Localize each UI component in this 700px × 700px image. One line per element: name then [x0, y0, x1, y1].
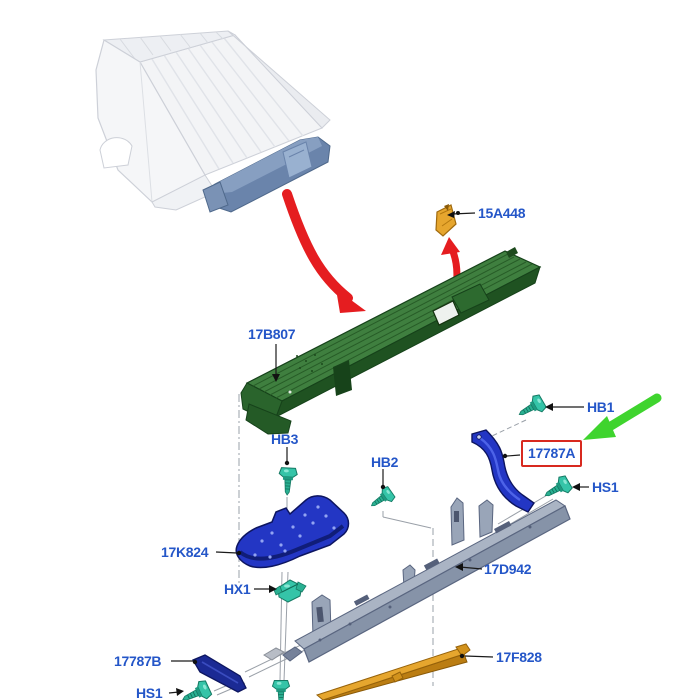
- fastener-center-bolt[interactable]: [271, 680, 291, 700]
- callout-17787A: 17787A: [528, 445, 576, 461]
- bumper-license-bracket: [282, 141, 313, 179]
- callout-17K824[interactable]: 17K824: [161, 544, 209, 560]
- callout-HX1[interactable]: HX1: [224, 581, 251, 597]
- callout-17787B[interactable]: 17787B: [114, 653, 162, 669]
- red-flow-arrow-main: [282, 189, 366, 313]
- bracket-highlight: [479, 437, 521, 501]
- truck-bed-illustration: [95, 30, 331, 213]
- far-wall-slats: [119, 31, 224, 60]
- part-17787B-bracket[interactable]: [192, 654, 247, 693]
- part-17B807-step-pad[interactable]: [240, 247, 542, 435]
- callout-17D942[interactable]: 17D942: [484, 561, 532, 577]
- part-15A448-clip[interactable]: [435, 204, 457, 237]
- step-pad-clip-hole: [432, 300, 460, 326]
- fastener-HS1-upper-bolt[interactable]: [540, 473, 574, 504]
- step-pad-left-flange: [245, 403, 292, 435]
- bracket-edge-highlight: [201, 661, 239, 684]
- callout-HS1-upper[interactable]: HS1: [592, 479, 619, 495]
- part-17K824-step-pad[interactable]: [235, 495, 350, 569]
- fastener-HB2-bolt[interactable]: [366, 484, 397, 513]
- step-pad-recess: [333, 360, 352, 396]
- callout-17F828[interactable]: 17F828: [496, 649, 542, 665]
- part-17F828-support-bar[interactable]: [315, 643, 471, 700]
- callout-17B807[interactable]: 17B807: [248, 326, 296, 342]
- callout-15A448[interactable]: 15A448: [478, 205, 526, 221]
- bumper-end-cap: [202, 181, 229, 213]
- step-pad-end-notch: [506, 247, 518, 258]
- part-17D942-frame-support[interactable]: [282, 497, 571, 663]
- step-pad-texture-dots: [288, 354, 323, 394]
- bracket-bolt-hole: [476, 434, 482, 440]
- fastener-HB3-bolt[interactable]: [277, 467, 299, 496]
- callout-HB3[interactable]: HB3: [271, 431, 299, 447]
- fastener-HS1-lower-bolt[interactable]: [178, 678, 214, 700]
- green-highlight-arrow: [583, 393, 662, 440]
- part-17787A-bracket[interactable]: [471, 429, 535, 513]
- fastener-HB1-bolt[interactable]: [514, 392, 548, 423]
- step-pad-bump: [451, 283, 490, 314]
- frame-slots: [318, 521, 532, 642]
- callout-17787A-highlight-box[interactable]: 17787A: [521, 440, 583, 467]
- step-pad-ribs: [252, 253, 533, 399]
- leader-lines: [168, 211, 589, 696]
- callout-HB2[interactable]: HB2: [371, 454, 399, 470]
- callout-HB1[interactable]: HB1: [587, 399, 615, 415]
- truck-rear-bumper: [202, 136, 331, 213]
- fastener-HX1-nut[interactable]: [273, 579, 307, 603]
- bed-floor-ribs: [151, 37, 304, 170]
- step-pad-dimples: [253, 505, 336, 559]
- callout-HS1-lower[interactable]: HS1: [136, 685, 163, 700]
